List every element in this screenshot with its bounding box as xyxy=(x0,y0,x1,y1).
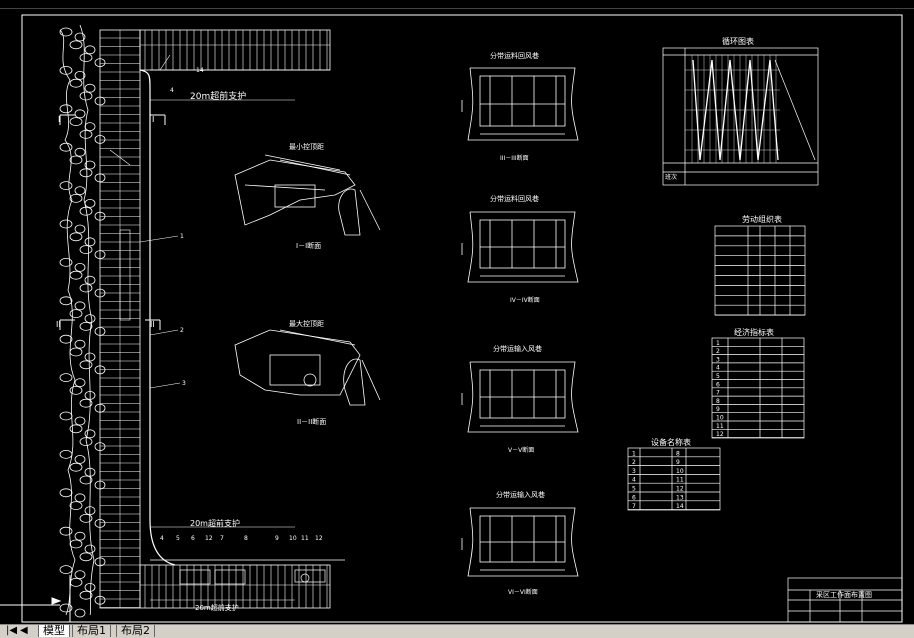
callout-bottom-1: 5 xyxy=(176,535,180,542)
callout-bottom-3: 12 xyxy=(205,535,213,542)
coal-wall-rocks xyxy=(59,24,106,618)
title-block xyxy=(787,577,903,623)
econ-row-4: 4 xyxy=(716,365,720,372)
equip-no-13: 13 xyxy=(676,494,684,501)
callout-bottom-6: 9 xyxy=(275,535,279,542)
equip-no-1: 1 xyxy=(632,450,636,457)
s3-title: 分带运料回风巷 xyxy=(490,51,539,60)
roadway-sections xyxy=(461,67,579,577)
callout-4-top: 4 xyxy=(170,87,174,94)
equip-table xyxy=(627,447,721,511)
econ-row-1: 1 xyxy=(716,340,720,347)
section-mark-II-right: II xyxy=(150,320,155,329)
s6-caption: VI－VI断面 xyxy=(508,588,538,596)
cycle-chart xyxy=(662,47,819,186)
labor-table xyxy=(714,225,806,316)
section-II-II xyxy=(234,329,381,406)
equip-no-8: 8 xyxy=(676,450,680,457)
equip-no-6: 6 xyxy=(632,494,636,501)
callout-bottom-9: 12 xyxy=(315,535,323,542)
econ-row-12: 12 xyxy=(716,431,724,438)
equip-no-3: 3 xyxy=(632,468,636,475)
equip-no-4: 4 xyxy=(632,477,636,484)
roadway-section-3 xyxy=(461,67,579,141)
layout-tab-bar: |◀ ◀ 模型 布局1 布局2 xyxy=(0,624,914,638)
drawing-frame xyxy=(21,14,903,623)
labor-table-title: 劳动组织表 xyxy=(742,214,782,224)
top-support-label: 20m超前支护 xyxy=(190,90,246,102)
equip-no-10: 10 xyxy=(676,468,684,475)
econ-row-5: 5 xyxy=(716,373,720,380)
econ-row-7: 7 xyxy=(716,390,720,397)
section-mark-I-right: I xyxy=(152,115,154,124)
s5-caption: V－V断面 xyxy=(508,446,534,454)
callout-bottom-0: 4 xyxy=(160,535,164,542)
roadway-section-6 xyxy=(461,507,579,577)
callout-bottom-8: 11 xyxy=(301,535,309,542)
callout-bottom-4: 7 xyxy=(220,535,224,542)
tab-layout1[interactable]: 布局1 xyxy=(72,625,111,637)
tab-model[interactable]: 模型 xyxy=(38,625,70,637)
equip-no-7: 7 xyxy=(632,503,636,510)
econ-row-6: 6 xyxy=(716,381,720,388)
roadway-section-5 xyxy=(461,361,579,433)
bottom-support-label: 20m超前支护 xyxy=(190,518,240,528)
title-block-name: 采区工作面布置图 xyxy=(816,590,872,599)
equip-no-11: 11 xyxy=(676,477,684,484)
econ-row-2: 2 xyxy=(716,348,720,355)
callout-2: 2 xyxy=(180,327,184,334)
econ-row-3: 3 xyxy=(716,356,720,363)
min-span-title: 最小控顶距 xyxy=(289,142,324,151)
equip-no-2: 2 xyxy=(632,459,636,466)
max-span-caption: II－II断面 xyxy=(297,417,326,426)
econ-table xyxy=(711,337,805,439)
equip-no-5: 5 xyxy=(632,486,636,493)
cycle-chart-title: 循环图表 xyxy=(722,36,754,46)
equip-no-9: 9 xyxy=(676,459,680,466)
cycle-row-label: 班次 xyxy=(665,173,677,181)
section-mark-I-left: I xyxy=(58,115,60,124)
bottom-dim-label: 20m超前支护 xyxy=(195,603,239,612)
max-span-title: 最大控顶距 xyxy=(289,319,324,328)
econ-row-11: 11 xyxy=(716,423,724,430)
econ-table-title: 经济指标表 xyxy=(734,327,774,337)
callout-bottom-7: 10 xyxy=(289,535,297,542)
s3-caption: III－III断面 xyxy=(500,154,529,162)
equip-no-14: 14 xyxy=(676,503,684,510)
nav-prev-icon[interactable]: ◀ xyxy=(20,625,28,636)
callout-bottom-2: 6 xyxy=(191,535,195,542)
section-I-I xyxy=(234,154,381,236)
min-span-caption: I－I断面 xyxy=(296,241,321,250)
s4-title: 分带运料回风巷 xyxy=(490,194,539,203)
section-mark-II-left: II xyxy=(56,320,61,329)
equip-table-title: 设备名称表 xyxy=(651,437,691,447)
econ-row-8: 8 xyxy=(716,398,720,405)
nav-first-icon[interactable]: |◀ xyxy=(6,625,18,636)
tab-layout2[interactable]: 布局2 xyxy=(116,625,155,637)
s5-title: 分带运输入风巷 xyxy=(493,344,542,353)
callout-bottom-5: 8 xyxy=(244,535,248,542)
ucs-icon xyxy=(51,597,62,605)
plan-view xyxy=(59,29,345,609)
econ-row-10: 10 xyxy=(716,415,724,422)
cad-toolbar-strip xyxy=(0,0,914,9)
callout-1: 1 xyxy=(180,233,184,240)
s4-caption: IV－IV断面 xyxy=(510,296,540,304)
roadway-section-4 xyxy=(461,211,579,283)
econ-row-9: 9 xyxy=(716,406,720,413)
callout-14: 14 xyxy=(196,67,204,74)
callout-3: 3 xyxy=(182,380,186,387)
equip-no-12: 12 xyxy=(676,486,684,493)
s6-title: 分带运输入风巷 xyxy=(496,490,545,499)
